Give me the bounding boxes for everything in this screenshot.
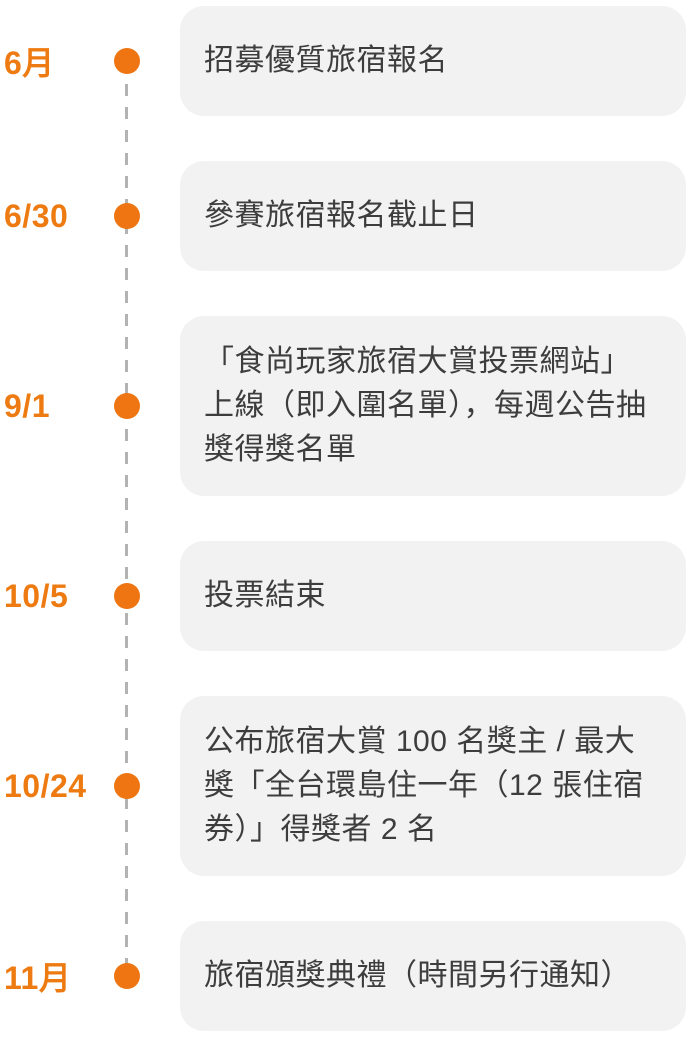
event-card: 投票結束 [180, 541, 686, 651]
timeline-dot-icon [114, 48, 140, 74]
date-label: 6/30 [4, 197, 69, 234]
timeline-dot-icon [114, 203, 140, 229]
date-label: 9/1 [4, 387, 50, 424]
timeline-dashed-line [125, 61, 128, 976]
event-text: 招募優質旅宿報名 [204, 44, 448, 77]
timeline-dot-icon [114, 393, 140, 419]
timeline-row: 10/24 公布旅宿大賞 100 名獎主 / 最大獎「全台環島住一年（12 張住… [0, 696, 686, 876]
date-label: 6月 [4, 45, 55, 81]
event-card: 「食尚玩家旅宿大賞投票網站」上線（即入圍名單），每週公告抽獎得獎名單 [180, 316, 686, 496]
event-text: 投票結束 [204, 579, 326, 612]
event-text: 「食尚玩家旅宿大賞投票網站」上線（即入圍名單），每週公告抽獎得獎名單 [204, 345, 647, 466]
timeline-dot-icon [114, 963, 140, 989]
event-text: 旅宿頒獎典禮（時間另行通知） [204, 959, 631, 992]
event-card: 公布旅宿大賞 100 名獎主 / 最大獎「全台環島住一年（12 張住宿券）」得獎… [180, 696, 686, 876]
timeline-row: 6/30 參賽旅宿報名截止日 [0, 161, 686, 271]
timeline-dot-icon [114, 773, 140, 799]
timeline-dot-icon [114, 583, 140, 609]
timeline-row: 10/5 投票結束 [0, 541, 686, 651]
event-text: 參賽旅宿報名截止日 [204, 199, 479, 232]
event-card: 招募優質旅宿報名 [180, 6, 686, 116]
event-card: 旅宿頒獎典禮（時間另行通知） [180, 921, 686, 1031]
date-label: 10/5 [4, 577, 69, 614]
timeline-row: 9/1 「食尚玩家旅宿大賞投票網站」上線（即入圍名單），每週公告抽獎得獎名單 [0, 316, 686, 496]
event-card: 參賽旅宿報名截止日 [180, 161, 686, 271]
date-label: 10/24 [4, 767, 87, 804]
event-text: 公布旅宿大賞 100 名獎主 / 最大獎「全台環島住一年（12 張住宿券）」得獎… [204, 725, 644, 846]
date-label: 11月 [4, 960, 72, 996]
timeline-row: 11月 旅宿頒獎典禮（時間另行通知） [0, 921, 686, 1031]
timeline-row: 6月 招募優質旅宿報名 [0, 6, 686, 116]
